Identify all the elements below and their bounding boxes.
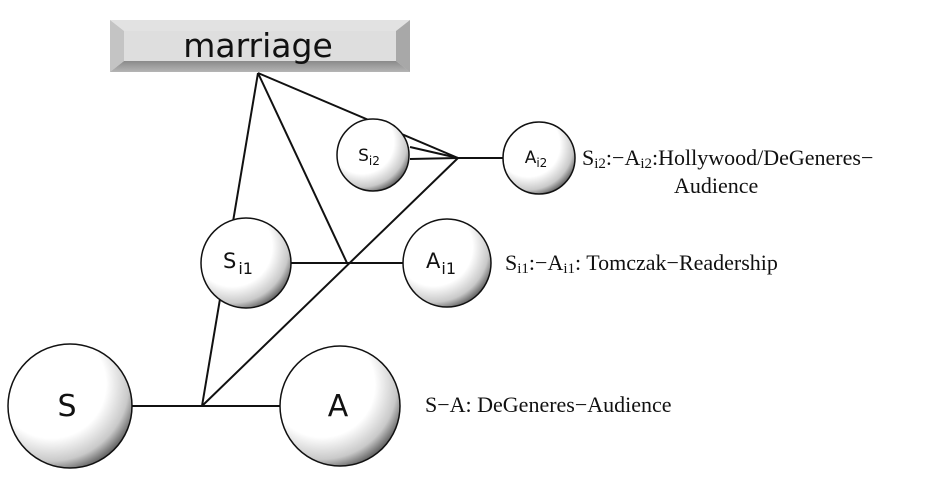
edge-marriage-to-i1-junction	[257, 72, 348, 264]
node-ai1: Ai1	[402, 218, 492, 308]
caption-i1-a-sub: i1	[563, 261, 575, 277]
caption-i1-sep: :−	[529, 250, 548, 275]
marriage-banner: marriage	[110, 20, 410, 72]
node-ai1-circle	[402, 218, 492, 308]
node-ai1-sub: i1	[441, 259, 456, 278]
node-ai1-base: A	[426, 249, 441, 273]
caption-i1-s-base: S	[505, 250, 517, 275]
node-a-circle	[279, 345, 401, 467]
banner-inner-face	[124, 31, 396, 61]
caption-i2-sep: :−	[606, 145, 625, 170]
edge-si2-lower	[409, 157, 459, 160]
banner-right-bevel	[396, 20, 410, 72]
node-si2-sub: i2	[369, 154, 380, 168]
caption-i1-s-sub: i1	[517, 261, 529, 277]
node-ai2-circle	[502, 121, 576, 195]
edge-si2-upper	[409, 146, 459, 159]
caption-i2-s-base: S	[582, 145, 594, 170]
caption-i2-a-base: A	[624, 145, 640, 170]
edge-s-junction-to-i2-junction	[201, 157, 459, 407]
node-si1-circle	[200, 217, 292, 309]
caption-i2-a-sub: i2	[640, 156, 652, 172]
node-ai1-label: Ai1	[426, 249, 456, 278]
node-si1-base: S	[223, 249, 236, 273]
connector-lines	[130, 72, 504, 407]
node-s-label: S	[57, 389, 76, 424]
caption-i2: Si2:−Ai2:Hollywood/DeGeneres−	[582, 145, 873, 172]
caption-i1-a-base: A	[547, 250, 563, 275]
node-s-circle	[7, 343, 133, 469]
banner-label: marriage	[183, 26, 333, 65]
node-ai2-label: Ai2	[525, 148, 548, 170]
node-si1-sub: i1	[238, 259, 253, 278]
caption-i2-s-sub: i2	[594, 156, 606, 172]
edge-marriage-to-i2-junction	[257, 72, 459, 159]
node-a: A	[279, 345, 401, 467]
node-s: S	[7, 343, 133, 469]
caption-i2-line2: Audience	[674, 173, 758, 198]
caption-i2-rest: :Hollywood/DeGeneres−	[652, 145, 873, 170]
banner-top-bevel	[110, 20, 410, 31]
node-ai2: Ai2	[502, 121, 576, 195]
caption-i1-rest: : Tomczak−Readership	[575, 250, 778, 275]
node-si2-circle	[336, 118, 410, 192]
node-ai2-sub: i2	[536, 156, 547, 170]
node-ai2-base: A	[525, 148, 537, 168]
node-si2-base: S	[358, 146, 369, 166]
banner-bottom-bevel	[110, 61, 410, 72]
banner-left-bevel	[110, 20, 124, 72]
caption-i1: Si1:−Ai1: Tomczak−Readership	[505, 250, 778, 277]
node-si2: Si2	[336, 118, 410, 192]
caption-sa: S−A: DeGeneres−Audience	[425, 392, 672, 417]
node-a-label: A	[328, 389, 349, 424]
node-si2-label: Si2	[358, 146, 380, 168]
